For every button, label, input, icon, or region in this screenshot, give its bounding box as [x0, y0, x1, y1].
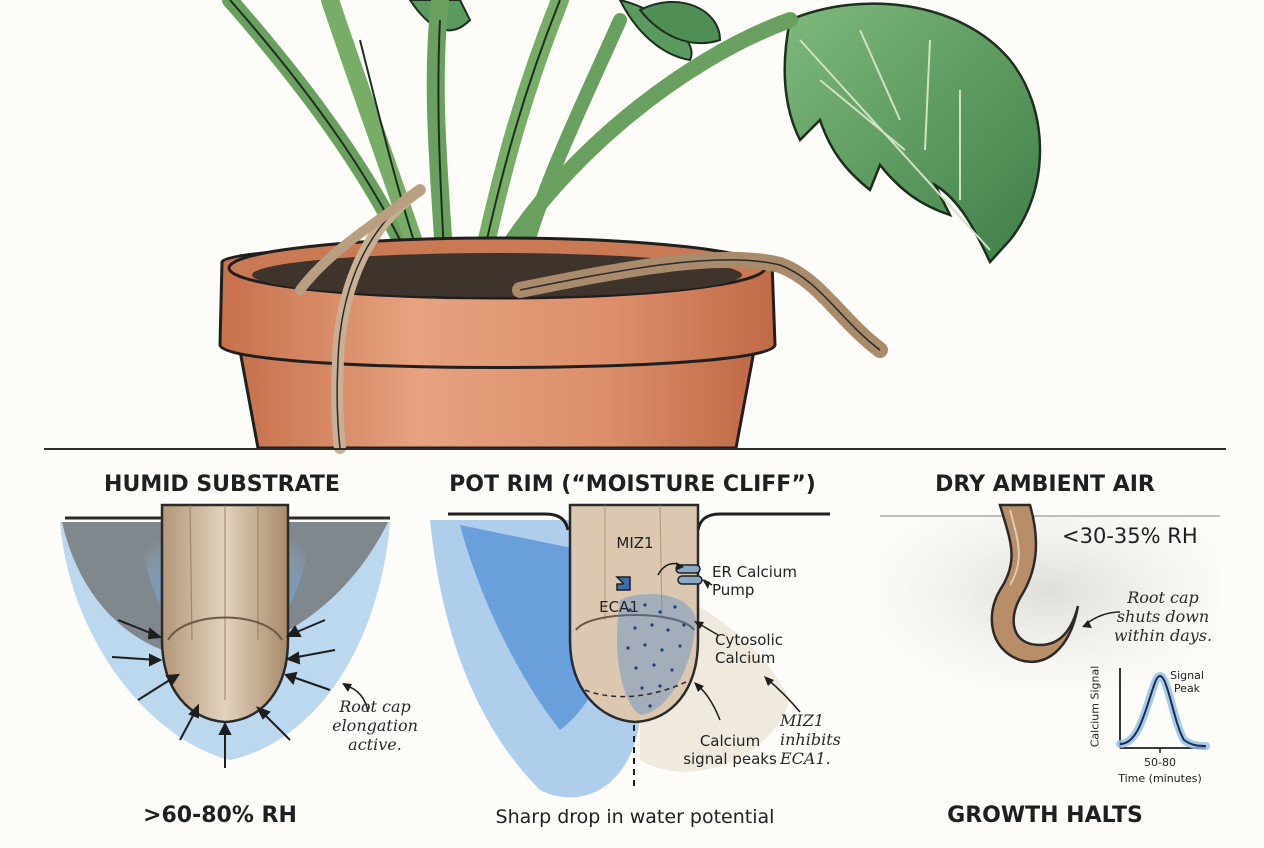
- cytosolic-label: Cytosolic Calcium: [715, 631, 783, 667]
- dry-note: Root cap shuts down within days.: [1113, 588, 1213, 645]
- pot-rim-diagram: [430, 503, 830, 798]
- eca1-label: ECA1: [599, 598, 639, 616]
- dry-title: DRY AMBIENT AIR: [935, 472, 1155, 497]
- monstera-leaf: [783, 2, 1042, 265]
- calcium-dots: [626, 603, 686, 708]
- dry-root: [990, 503, 1080, 664]
- er-pump-label: ER Calcium Pump: [712, 563, 798, 599]
- rim-root: [568, 503, 700, 724]
- humid-note: Root cap elongation active.: [332, 697, 418, 754]
- chart-ylabel: Calcium Signal: [1088, 665, 1102, 748]
- calcium-peak-label: Calcium signal peaks: [683, 732, 777, 768]
- miz1-inhibits-note: MIZ1 inhibits ECA1.: [780, 711, 841, 768]
- dry-footer: GROWTH HALTS: [947, 803, 1143, 828]
- rim-footer: Sharp drop in water potential: [495, 806, 775, 828]
- monstera-plant: [222, 0, 1042, 279]
- rim-title: POT RIM (“MOISTURE CLIFF”): [449, 472, 816, 497]
- chart-xlabel: Time (minutes): [1118, 772, 1202, 785]
- signal-curve: [1119, 675, 1207, 747]
- humid-title: HUMID SUBSTRATE: [104, 472, 340, 497]
- chart-peak-label: Signal Peak: [1170, 669, 1204, 695]
- miz1-label: MIZ1: [616, 534, 654, 552]
- chart-tick-label: 50-80: [1144, 756, 1176, 769]
- calcium-signal-chart: [1116, 668, 1210, 753]
- dry-rh: <30-35% RH: [1062, 524, 1198, 548]
- eca1-symbol: [615, 576, 631, 591]
- humid-footer: >60-80% RH: [143, 803, 297, 828]
- humid-substrate-diagram: [60, 503, 390, 768]
